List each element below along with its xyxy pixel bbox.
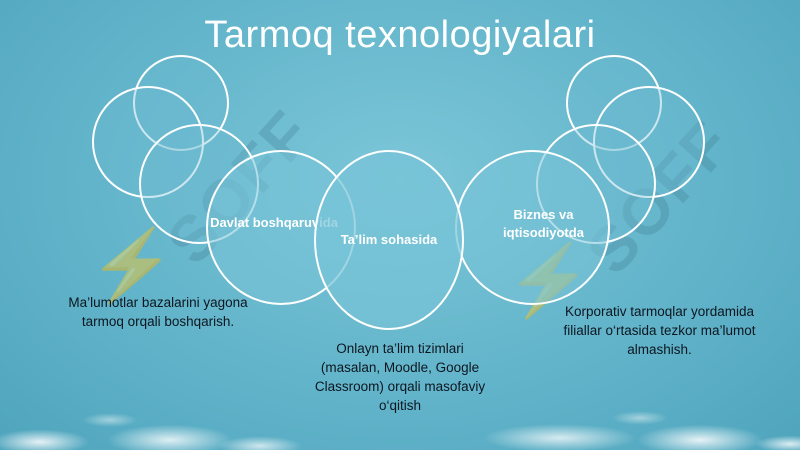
circle-label-center: Ta’lim sohasida [340,232,438,247]
circle-biznes-iqtisodiyot: Biznes va iqtisodiyotda [455,150,610,305]
caption-left: Ma’lumotlar bazalarini yagona tarmoq orq… [68,295,248,329]
caption-right: Korporativ tarmoqlar yordamida filiallar… [563,304,756,357]
paint-splash-decoration [0,380,800,450]
watermark-bolt-left-icon: ⚡ [88,226,176,304]
circle-label-left: Davlat boshqaruvida [210,214,338,230]
circle-talim-sohasida: Ta’lim sohasida [314,150,464,330]
circle-label-right: Biznes va iqtisodiyotda [503,206,584,240]
slide-title: Tarmoq texnologiyalari [204,14,596,56]
